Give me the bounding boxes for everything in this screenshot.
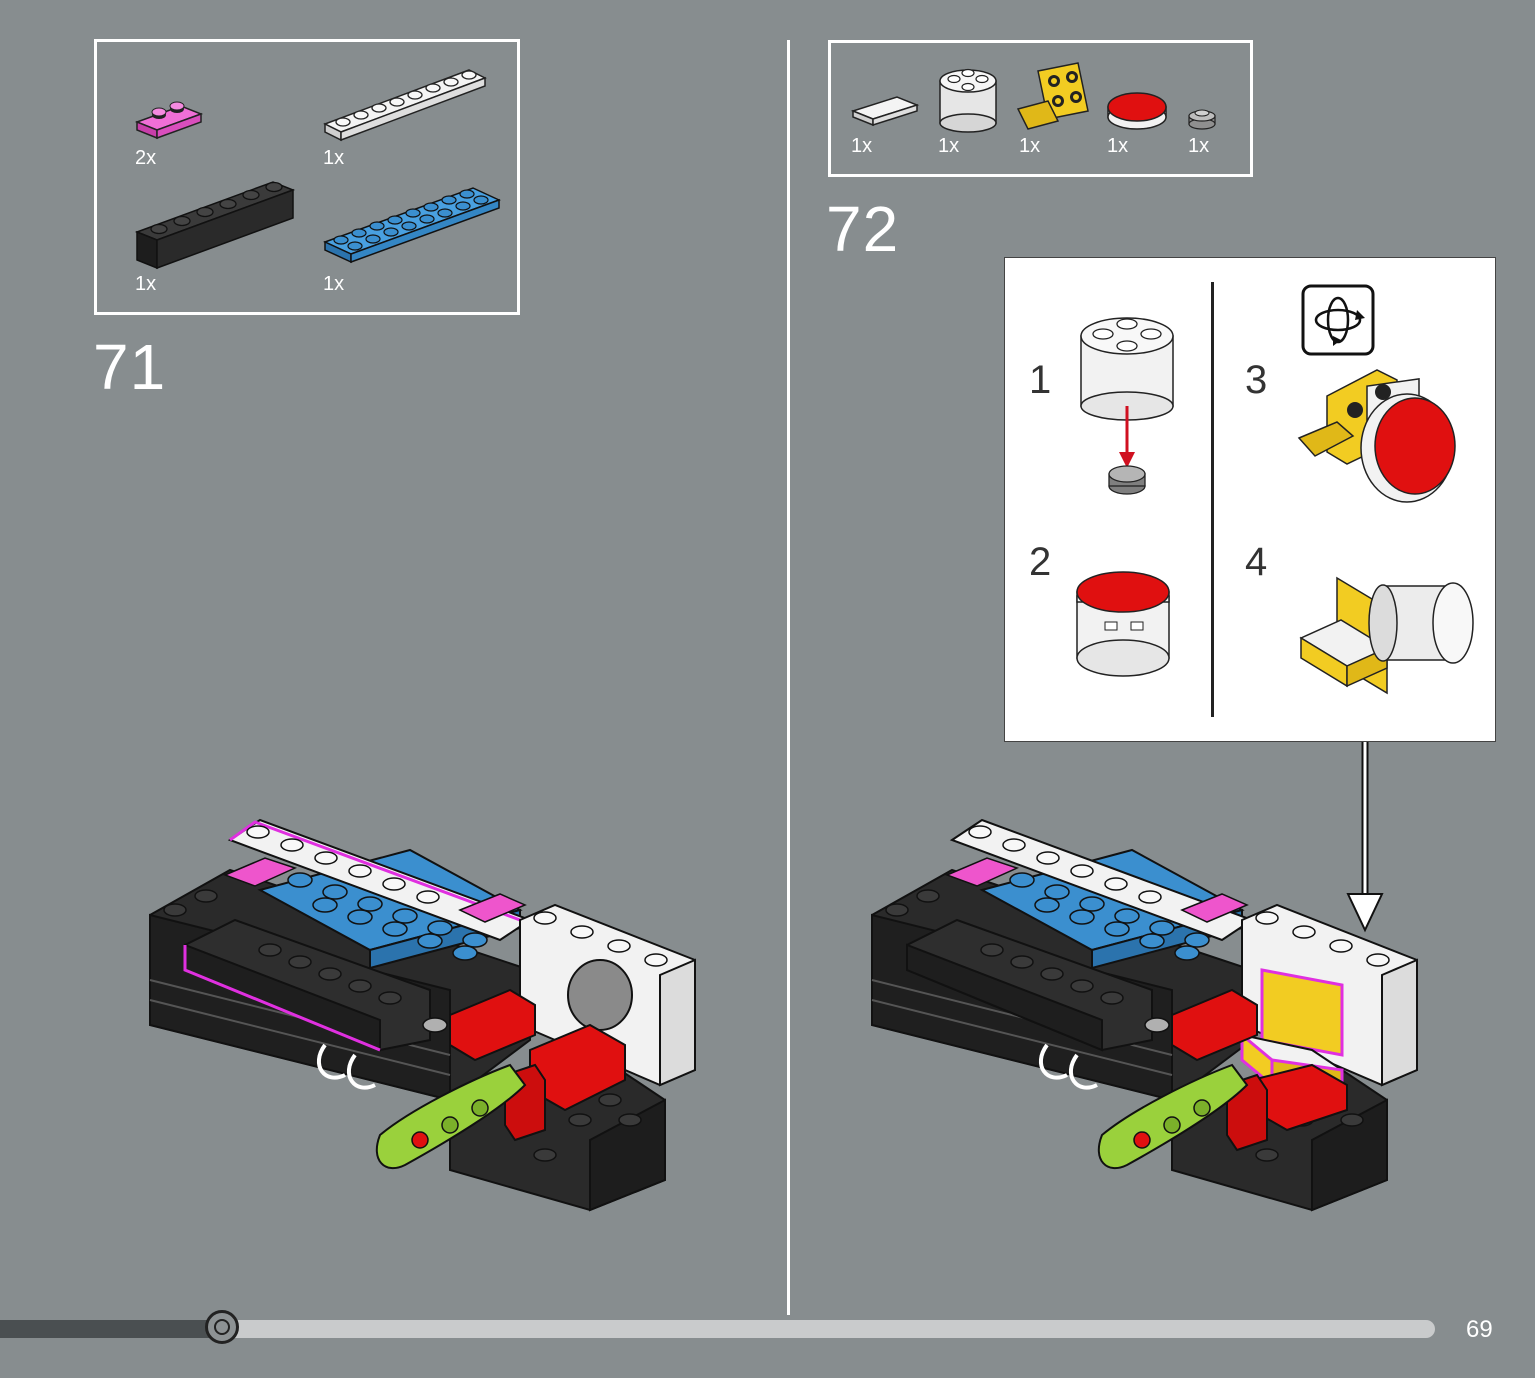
red-round-tile-qty: 1x <box>1107 135 1129 157</box>
gray-round-plate-qty: 1x <box>1188 135 1210 157</box>
black-brick-1x6-image <box>134 181 296 270</box>
step72-parts-callout: 1x 1x 1x 1x 1x <box>828 40 1253 177</box>
rotate-model-icon <box>1301 284 1375 356</box>
step72-model-image <box>871 818 1418 1212</box>
step72-subassembly-callout: 1 2 3 4 <box>1004 257 1496 742</box>
black-brick-qty: 1x <box>135 273 157 295</box>
page-divider <box>787 40 790 1315</box>
step71-model-image <box>149 818 696 1212</box>
callout-pointer-arrow <box>1346 742 1384 933</box>
step71-number: 71 <box>93 331 167 403</box>
substep-1-image <box>1080 317 1174 495</box>
magenta-plate-1x2-image <box>134 101 204 140</box>
blue-plate-qty: 1x <box>323 273 345 295</box>
substep-2-image <box>1076 571 1170 677</box>
progress-fill <box>0 1320 222 1338</box>
red-round-tile-2x2-image <box>1107 92 1167 130</box>
substep-4-image <box>1299 576 1474 695</box>
gray-round-plate-1x1-image <box>1188 109 1216 130</box>
step71-parts-callout: 2x 1x 1x <box>94 39 520 315</box>
progress-knob[interactable] <box>205 1310 239 1344</box>
yellow-bracket-qty: 1x <box>1019 135 1041 157</box>
subassembly-divider <box>1211 282 1214 717</box>
blue-plate-2x8-image <box>323 187 501 264</box>
page-number: 69 <box>1466 1316 1493 1343</box>
white-plate-1x8-image <box>323 69 487 142</box>
substep-4-number: 4 <box>1245 540 1268 584</box>
white-round-brick-2x2-image <box>939 68 997 133</box>
substep-3-image <box>1297 369 1456 503</box>
substep-1-number: 1 <box>1029 358 1052 402</box>
white-tile-1x2-image <box>850 96 920 127</box>
white-plate-qty: 1x <box>323 147 345 169</box>
substep-2-number: 2 <box>1029 540 1052 584</box>
yellow-bracket-plate-image <box>1016 62 1089 130</box>
step72-number: 72 <box>826 193 900 265</box>
substep-3-number: 3 <box>1245 358 1268 402</box>
progress-track <box>0 1320 1435 1338</box>
white-tile-qty: 1x <box>851 135 873 157</box>
white-round-brick-qty: 1x <box>938 135 960 157</box>
magenta-plate-qty: 2x <box>135 147 157 169</box>
